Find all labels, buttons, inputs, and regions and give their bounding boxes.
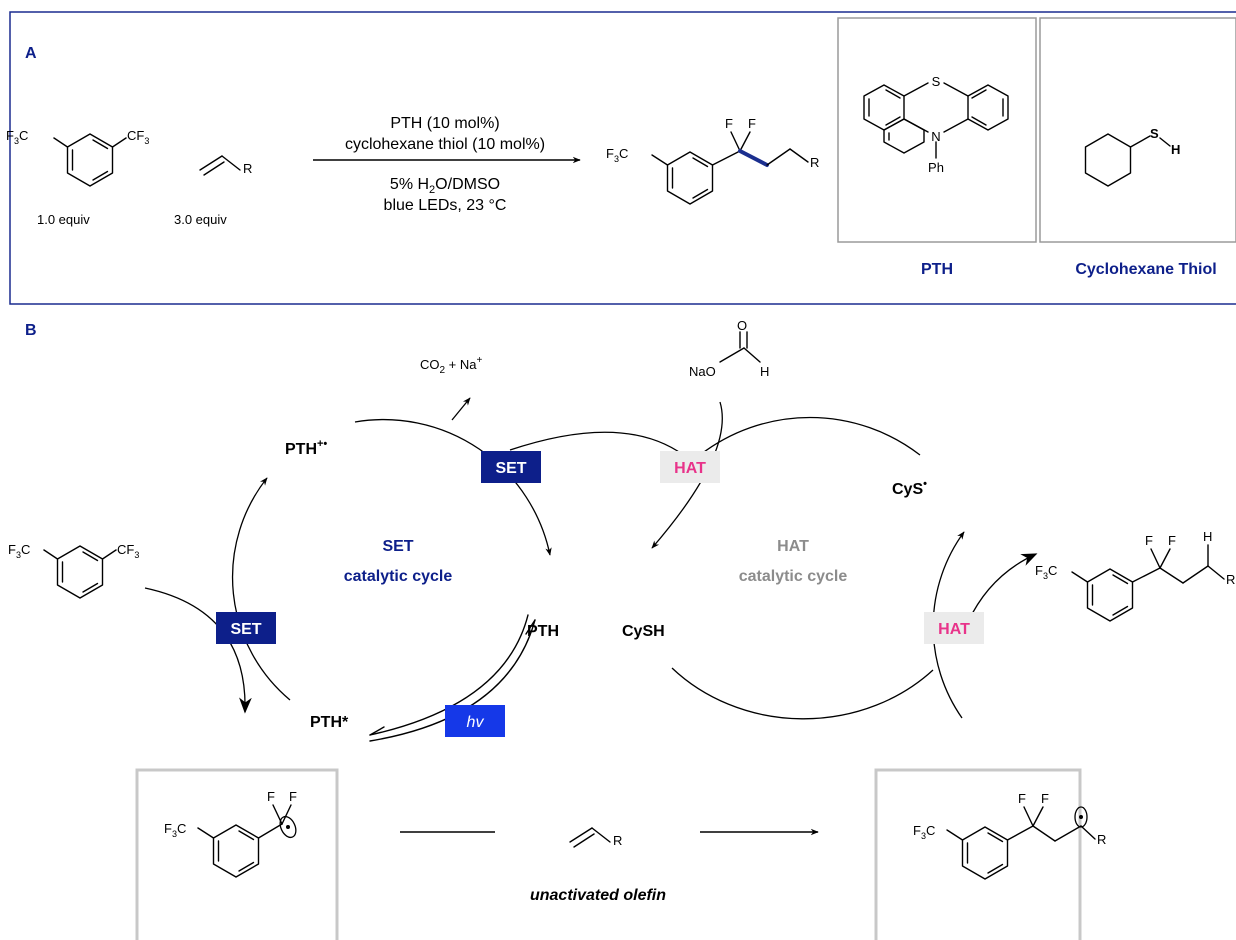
- hv-badge: hv: [445, 705, 505, 737]
- panel-b: B CO2 + Na+ O NaO H F3C CF3: [8, 318, 1235, 940]
- panel-a-label: A: [25, 45, 37, 62]
- svg-text:F3C: F3C: [913, 823, 935, 841]
- svg-text:H: H: [1203, 529, 1212, 544]
- cysh-label: CySH: [622, 623, 665, 640]
- svg-text:F: F: [1018, 791, 1026, 806]
- pth-structure-box: [837, 17, 1037, 243]
- formate-hat-curve: [509, 431, 691, 461]
- svg-text:hv: hv: [467, 714, 485, 731]
- co2-release-arrow: [451, 397, 471, 421]
- panel-a: A F3C CF3 1.0 equiv R 3.0 equiv PTH (10 …: [6, 11, 1236, 305]
- hat-cycle-arc-bottom: [671, 667, 934, 720]
- svg-text:F3C: F3C: [164, 821, 186, 839]
- substrate-entry-arrow: [144, 587, 252, 714]
- hat-badge-top: HAT: [660, 451, 720, 483]
- svg-text:F: F: [267, 789, 275, 804]
- thiol-structure-box: [1039, 17, 1236, 243]
- svg-text:CF3: CF3: [127, 128, 149, 146]
- hat-cycle-caption-1: HAT: [777, 538, 809, 555]
- set-cycle-caption-2: catalytic cycle: [344, 568, 453, 585]
- final-product: F3C F F H R: [1035, 529, 1235, 622]
- reactant-olefin: R: [199, 155, 252, 176]
- cys-radical: CyS•: [892, 478, 927, 498]
- set-badge-top: SET: [481, 451, 541, 483]
- olefin-caption: unactivated olefin: [530, 887, 666, 904]
- svg-text:F3C: F3C: [6, 128, 28, 146]
- svg-text:F3C: F3C: [1035, 563, 1057, 581]
- set-cycle-caption-1: SET: [382, 538, 413, 555]
- svg-text:H: H: [1171, 142, 1180, 157]
- svg-text:SET: SET: [230, 621, 261, 638]
- pth-excited-state: PTH*: [310, 714, 349, 731]
- svg-text:R: R: [243, 161, 252, 176]
- svg-text:S: S: [932, 74, 941, 89]
- svg-text:R: R: [613, 833, 622, 848]
- set-cycle-arc-top: [354, 418, 552, 556]
- substrate-left: F3C CF3: [8, 542, 139, 599]
- radical-box-left: [135, 768, 339, 940]
- svg-text:O: O: [737, 318, 747, 333]
- hat-badge-right: HAT: [924, 612, 984, 644]
- set-badge-left: SET: [216, 612, 276, 644]
- svg-text:HAT: HAT: [938, 621, 970, 638]
- svg-text:R: R: [1226, 572, 1235, 587]
- alkyl-radical: F3C F F R: [913, 791, 1106, 880]
- condition-thiol: cyclohexane thiol (10 mol%): [345, 136, 545, 153]
- svg-text:F: F: [1168, 533, 1176, 548]
- condition-light: blue LEDs, 23 °C: [384, 197, 507, 214]
- pth-label: PTH: [921, 261, 953, 278]
- svg-text:F: F: [748, 116, 756, 131]
- difluorobenzyl-radical: F3C F F: [164, 789, 297, 878]
- hv-arrow-lower: [369, 619, 536, 742]
- panel-a-frame: [9, 11, 1236, 305]
- pth-structure: S N Ph: [863, 74, 1009, 175]
- hat-cycle-arc-top: [699, 416, 921, 456]
- equiv-reactant-1: 1.0 equiv: [37, 212, 90, 227]
- thiol-label: Cyclohexane Thiol: [1075, 261, 1216, 278]
- equiv-reactant-2: 3.0 equiv: [174, 212, 227, 227]
- svg-text:NaO: NaO: [689, 364, 716, 379]
- sodium-formate: O NaO H: [689, 318, 769, 379]
- svg-text:S: S: [1150, 126, 1159, 141]
- condition-pth: PTH (10 mol%): [390, 115, 499, 132]
- reactant-bistrifluoromethylbenzene: F3C CF3: [6, 128, 149, 187]
- co2-byproduct: CO2 + Na+: [420, 355, 483, 376]
- svg-text:F: F: [1041, 791, 1049, 806]
- new-cc-bond: [738, 149, 769, 167]
- svg-text:HAT: HAT: [674, 460, 706, 477]
- olefin-panel-b: R: [569, 827, 622, 848]
- pth-ground-state: PTH: [527, 623, 559, 640]
- svg-text:Ph: Ph: [928, 160, 944, 175]
- product-exit-arrow: [967, 553, 1038, 623]
- pth-radical-cation: PTH+•: [285, 438, 327, 458]
- svg-text:F: F: [1145, 533, 1153, 548]
- hat-cycle-caption-2: catalytic cycle: [739, 568, 848, 585]
- radical-box-right: [874, 768, 1082, 940]
- hv-arrow-upper: [369, 614, 529, 736]
- svg-text:F3C: F3C: [606, 146, 628, 164]
- panel-b-label: B: [25, 322, 37, 339]
- condition-solvent: 5% H2O/DMSO: [390, 176, 500, 196]
- svg-text:R: R: [810, 155, 819, 170]
- svg-text:SET: SET: [495, 460, 526, 477]
- svg-text:F: F: [725, 116, 733, 131]
- svg-text:F3C: F3C: [8, 542, 30, 560]
- svg-text:CF3: CF3: [117, 542, 139, 560]
- svg-text:R: R: [1097, 832, 1106, 847]
- product-panel-a: F3C F F R: [606, 116, 819, 205]
- set-cycle-arc-left: [231, 477, 291, 701]
- svg-text:F: F: [289, 789, 297, 804]
- cyclohexanethiol-structure: S H: [1084, 126, 1180, 187]
- svg-text:N: N: [931, 129, 940, 144]
- svg-text:H: H: [760, 364, 769, 379]
